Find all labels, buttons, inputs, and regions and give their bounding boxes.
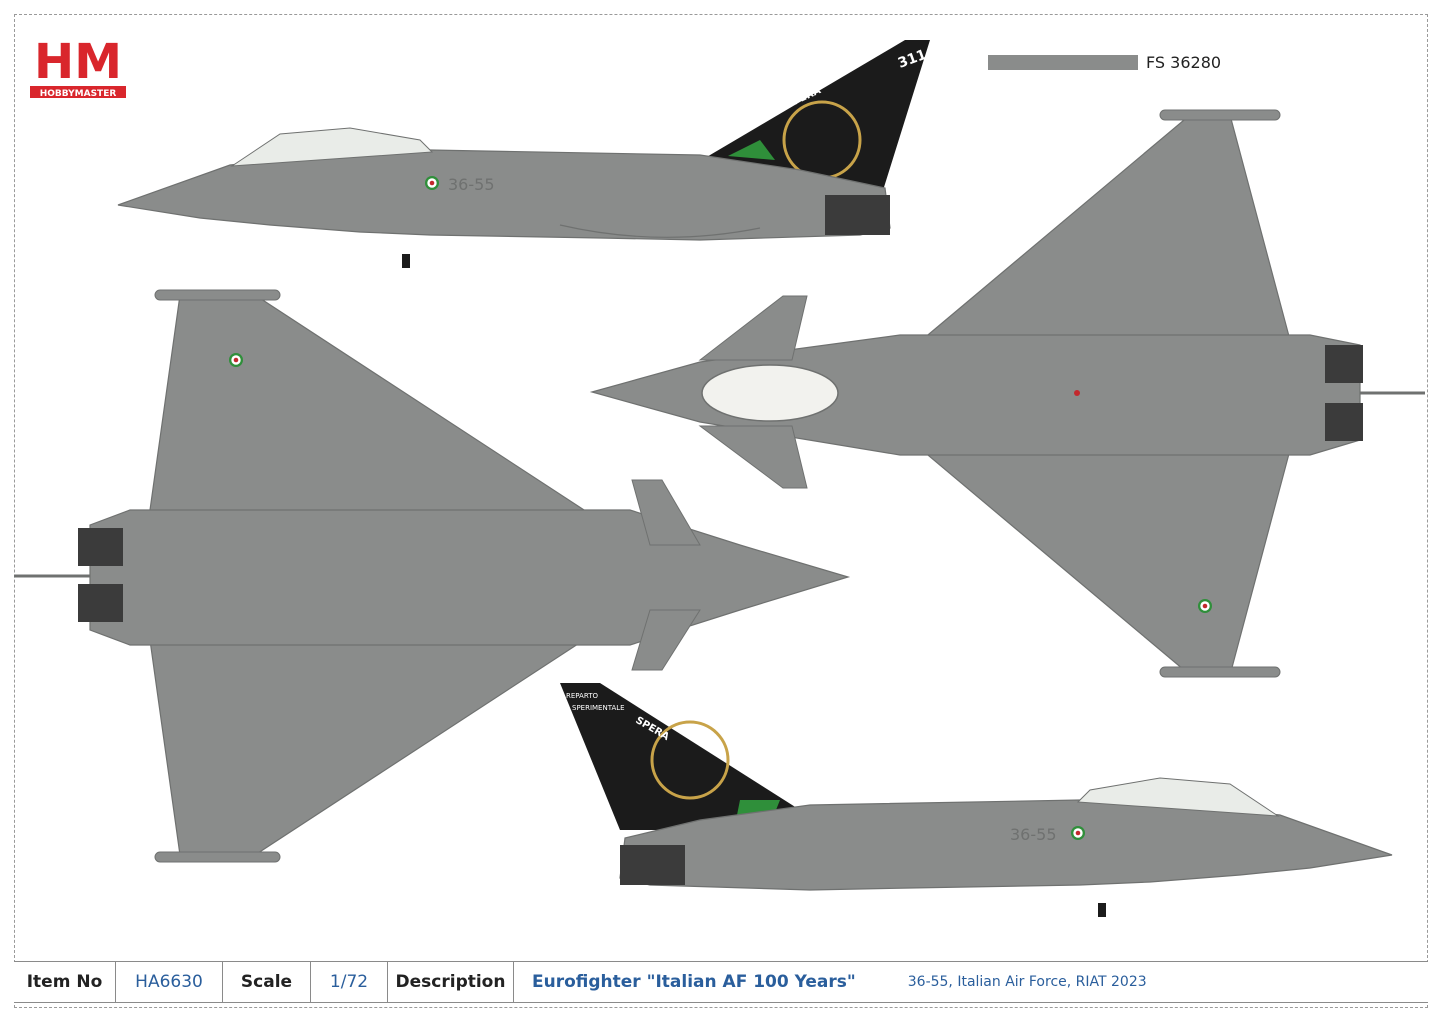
canopy-top: [701, 364, 839, 422]
dashed-border: [14, 14, 1428, 1008]
tail-text-line-1: REPARTO: [566, 692, 598, 700]
svg-text:HM: HM: [34, 34, 122, 90]
scale-value: 1/72: [311, 962, 388, 1002]
tail-tricolor: [728, 140, 775, 160]
top-view: [589, 109, 1425, 678]
tail-text-line-2: SPERIMENTALE: [572, 704, 625, 712]
nozzle: [825, 195, 890, 235]
description-subtitle: 36-55, Italian Air Force, RIAT 2023: [907, 974, 1147, 990]
canard-top: [698, 295, 808, 361]
item-no-label: Item No: [14, 962, 116, 1002]
info-bar: Item No HA6630 Scale 1/72 Description Eu…: [14, 961, 1428, 1003]
scale-label: Scale: [223, 962, 311, 1002]
canard-bottom-upper: [631, 479, 701, 546]
bottom-view: [14, 289, 851, 863]
item-no-value: HA6630: [116, 962, 223, 1002]
description-title: Eurofighter "Italian AF 100 Years": [532, 972, 856, 992]
canard-bottom-lower: [631, 609, 701, 671]
description-cell: Eurofighter "Italian AF 100 Years" 36-55…: [514, 962, 1428, 1002]
serial-side-bottom: 36-55: [1010, 825, 1057, 844]
canopy-side: [230, 127, 434, 167]
canard-bottom: [698, 425, 808, 489]
left-side-profile: SPERA 311 36-55: [117, 40, 930, 268]
right-side-profile: SPERA REPARTO SPERIMENTALE 36-55: [560, 683, 1393, 917]
fuselage-bottom: [89, 509, 851, 646]
swatch-chip: [988, 54, 1138, 70]
fs-color-swatch: FS 36280: [988, 52, 1221, 72]
tail-fin-right: [560, 683, 800, 830]
canopy-side-right: [1076, 777, 1280, 817]
swatch-label: FS 36280: [1146, 52, 1222, 72]
hobbymaster-logo: HM HOBBYMASTER: [30, 34, 126, 99]
tail-fin: [705, 40, 930, 200]
svg-text:HOBBYMASTER: HOBBYMASTER: [40, 89, 117, 99]
serial-side-top: 36-55: [448, 175, 495, 194]
description-label: Description: [388, 962, 514, 1002]
